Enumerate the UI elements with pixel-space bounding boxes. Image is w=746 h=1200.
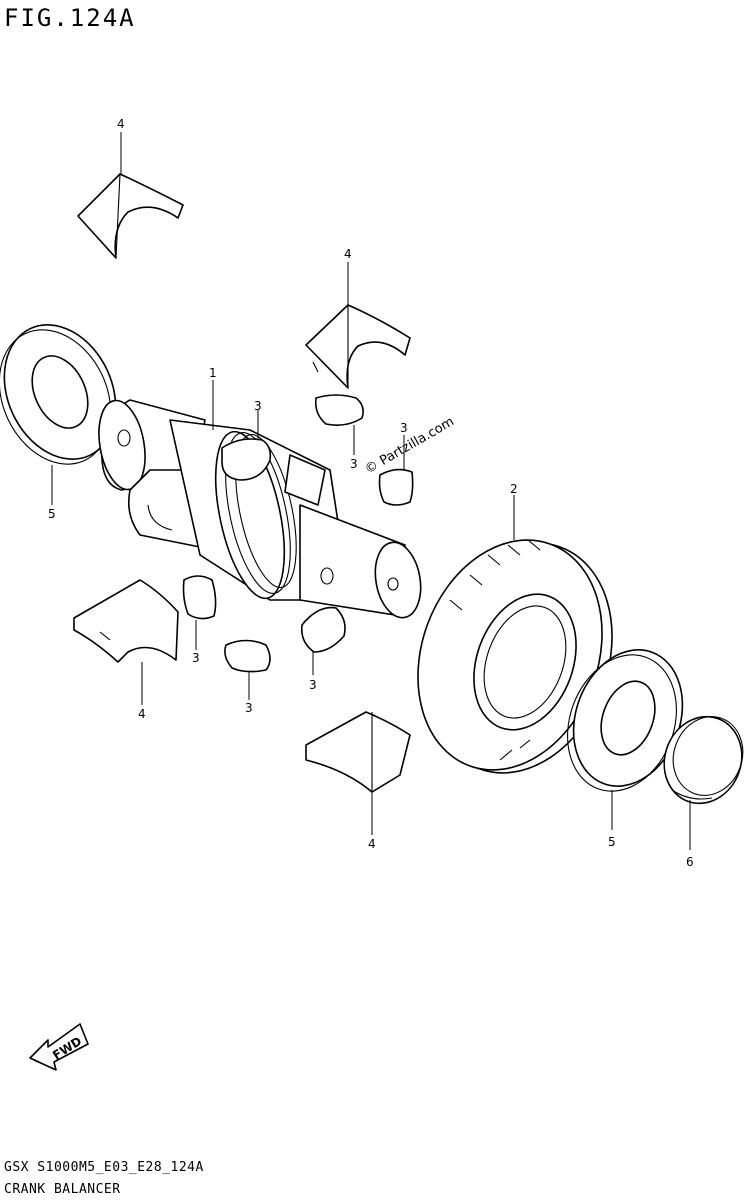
shim-1[interactable] (221, 438, 272, 481)
bearing-shell-upper[interactable] (305, 304, 411, 389)
balancer-gear[interactable] (387, 514, 643, 799)
callout-3-b[interactable]: 3 (350, 457, 358, 471)
callout-6[interactable]: 6 (686, 855, 694, 869)
thrust-washer-right[interactable] (549, 634, 701, 806)
shim-6[interactable] (300, 606, 346, 653)
shim-4[interactable] (182, 575, 217, 620)
callout-1[interactable]: 1 (209, 366, 217, 380)
shim-3[interactable] (378, 468, 414, 506)
diagram-name: CRANK BALANCER (4, 1182, 121, 1197)
callout-3-f[interactable]: 3 (309, 678, 317, 692)
shim-2[interactable] (314, 394, 364, 426)
balancer-shaft[interactable] (93, 397, 427, 621)
balancer-cap[interactable] (652, 706, 746, 815)
callout-4-upper[interactable]: 4 (344, 247, 352, 261)
callout-5-left[interactable]: 5 (48, 507, 56, 521)
callout-3-e[interactable]: 3 (245, 701, 253, 715)
shim-5[interactable] (224, 639, 271, 673)
bearing-shell-lower-middle[interactable] (305, 711, 411, 793)
callout-3-c[interactable]: 3 (400, 421, 408, 435)
callout-5-right[interactable]: 5 (608, 835, 616, 849)
diagram-code: GSX S1000M5_E03_E28_124A (4, 1160, 204, 1175)
callout-3-d[interactable]: 3 (192, 651, 200, 665)
watermark: © Partzilla.com (363, 414, 457, 477)
thrust-washer-left[interactable] (0, 307, 137, 483)
callout-4-top[interactable]: 4 (117, 117, 125, 131)
bearing-shell-top[interactable] (77, 173, 184, 259)
callout-2[interactable]: 2 (510, 482, 518, 496)
callout-3-a[interactable]: 3 (254, 399, 262, 413)
fwd-arrow-icon: FWD (29, 1023, 89, 1071)
callout-4-lower-left[interactable]: 4 (138, 707, 146, 721)
bearing-shell-lower-left[interactable] (73, 579, 179, 663)
callout-4-lower-middle[interactable]: 4 (368, 837, 376, 851)
figure-title: FIG.124A (4, 4, 136, 32)
